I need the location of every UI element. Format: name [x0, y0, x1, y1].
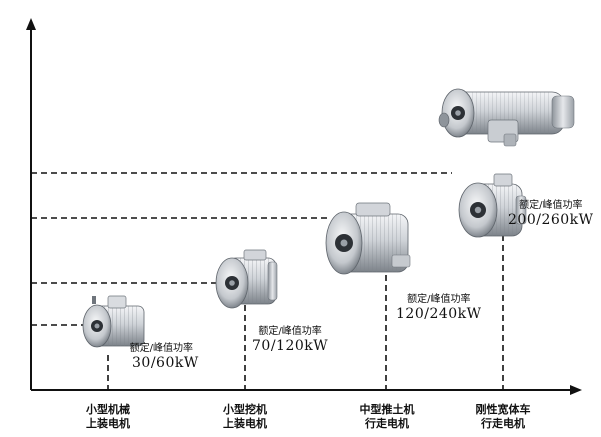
power-label-4: 额定/峰值功率 200/260kW: [508, 200, 594, 228]
category-line-2: 行走电机: [481, 417, 525, 430]
power-label-1: 额定/峰值功率 30/60kW: [124, 343, 199, 371]
category-line-1: 小型挖机: [223, 403, 267, 416]
category-line-2: 上装电机: [223, 417, 267, 430]
category-line-1: 小型机械: [86, 403, 130, 416]
power-caption: 额定/峰值功率: [258, 326, 322, 337]
motor-small-machinery-image: [82, 295, 145, 348]
power-value: 200/260kW: [508, 212, 594, 228]
power-value: 70/120kW: [252, 338, 329, 354]
power-label-2: 额定/峰值功率 70/120kW: [252, 326, 328, 354]
x-axis-arrow-icon: [570, 385, 582, 395]
category-line-1: 刚性宽体车: [475, 403, 531, 416]
category-line-2: 行走电机: [365, 417, 409, 430]
axes: [26, 18, 582, 395]
power-value: 30/60kW: [132, 355, 199, 371]
motor-small-excavator-image: [215, 249, 278, 309]
category-label-4: 刚性宽体车 行走电机: [464, 403, 542, 431]
motor-large-drive-unit-image: [438, 88, 575, 147]
motor-medium-bulldozer-image: [325, 202, 411, 275]
power-caption: 额定/峰值功率: [519, 200, 583, 211]
category-line-1: 中型推土机: [359, 403, 415, 416]
category-label-3: 中型推土机 行走电机: [350, 403, 424, 431]
category-line-2: 上装电机: [86, 417, 130, 430]
motor-rigid-wide-body-truck-image: [458, 173, 527, 238]
power-value: 120/240kW: [396, 306, 482, 322]
y-axis-arrow-icon: [26, 18, 36, 30]
guide-lines: [31, 172, 504, 390]
power-caption: 额定/峰值功率: [407, 294, 471, 305]
category-label-1: 小型机械 上装电机: [76, 403, 140, 431]
power-label-3: 额定/峰值功率 120/240kW: [396, 294, 482, 322]
power-caption: 额定/峰值功率: [129, 343, 194, 354]
category-label-2: 小型挖机 上装电机: [212, 403, 278, 431]
